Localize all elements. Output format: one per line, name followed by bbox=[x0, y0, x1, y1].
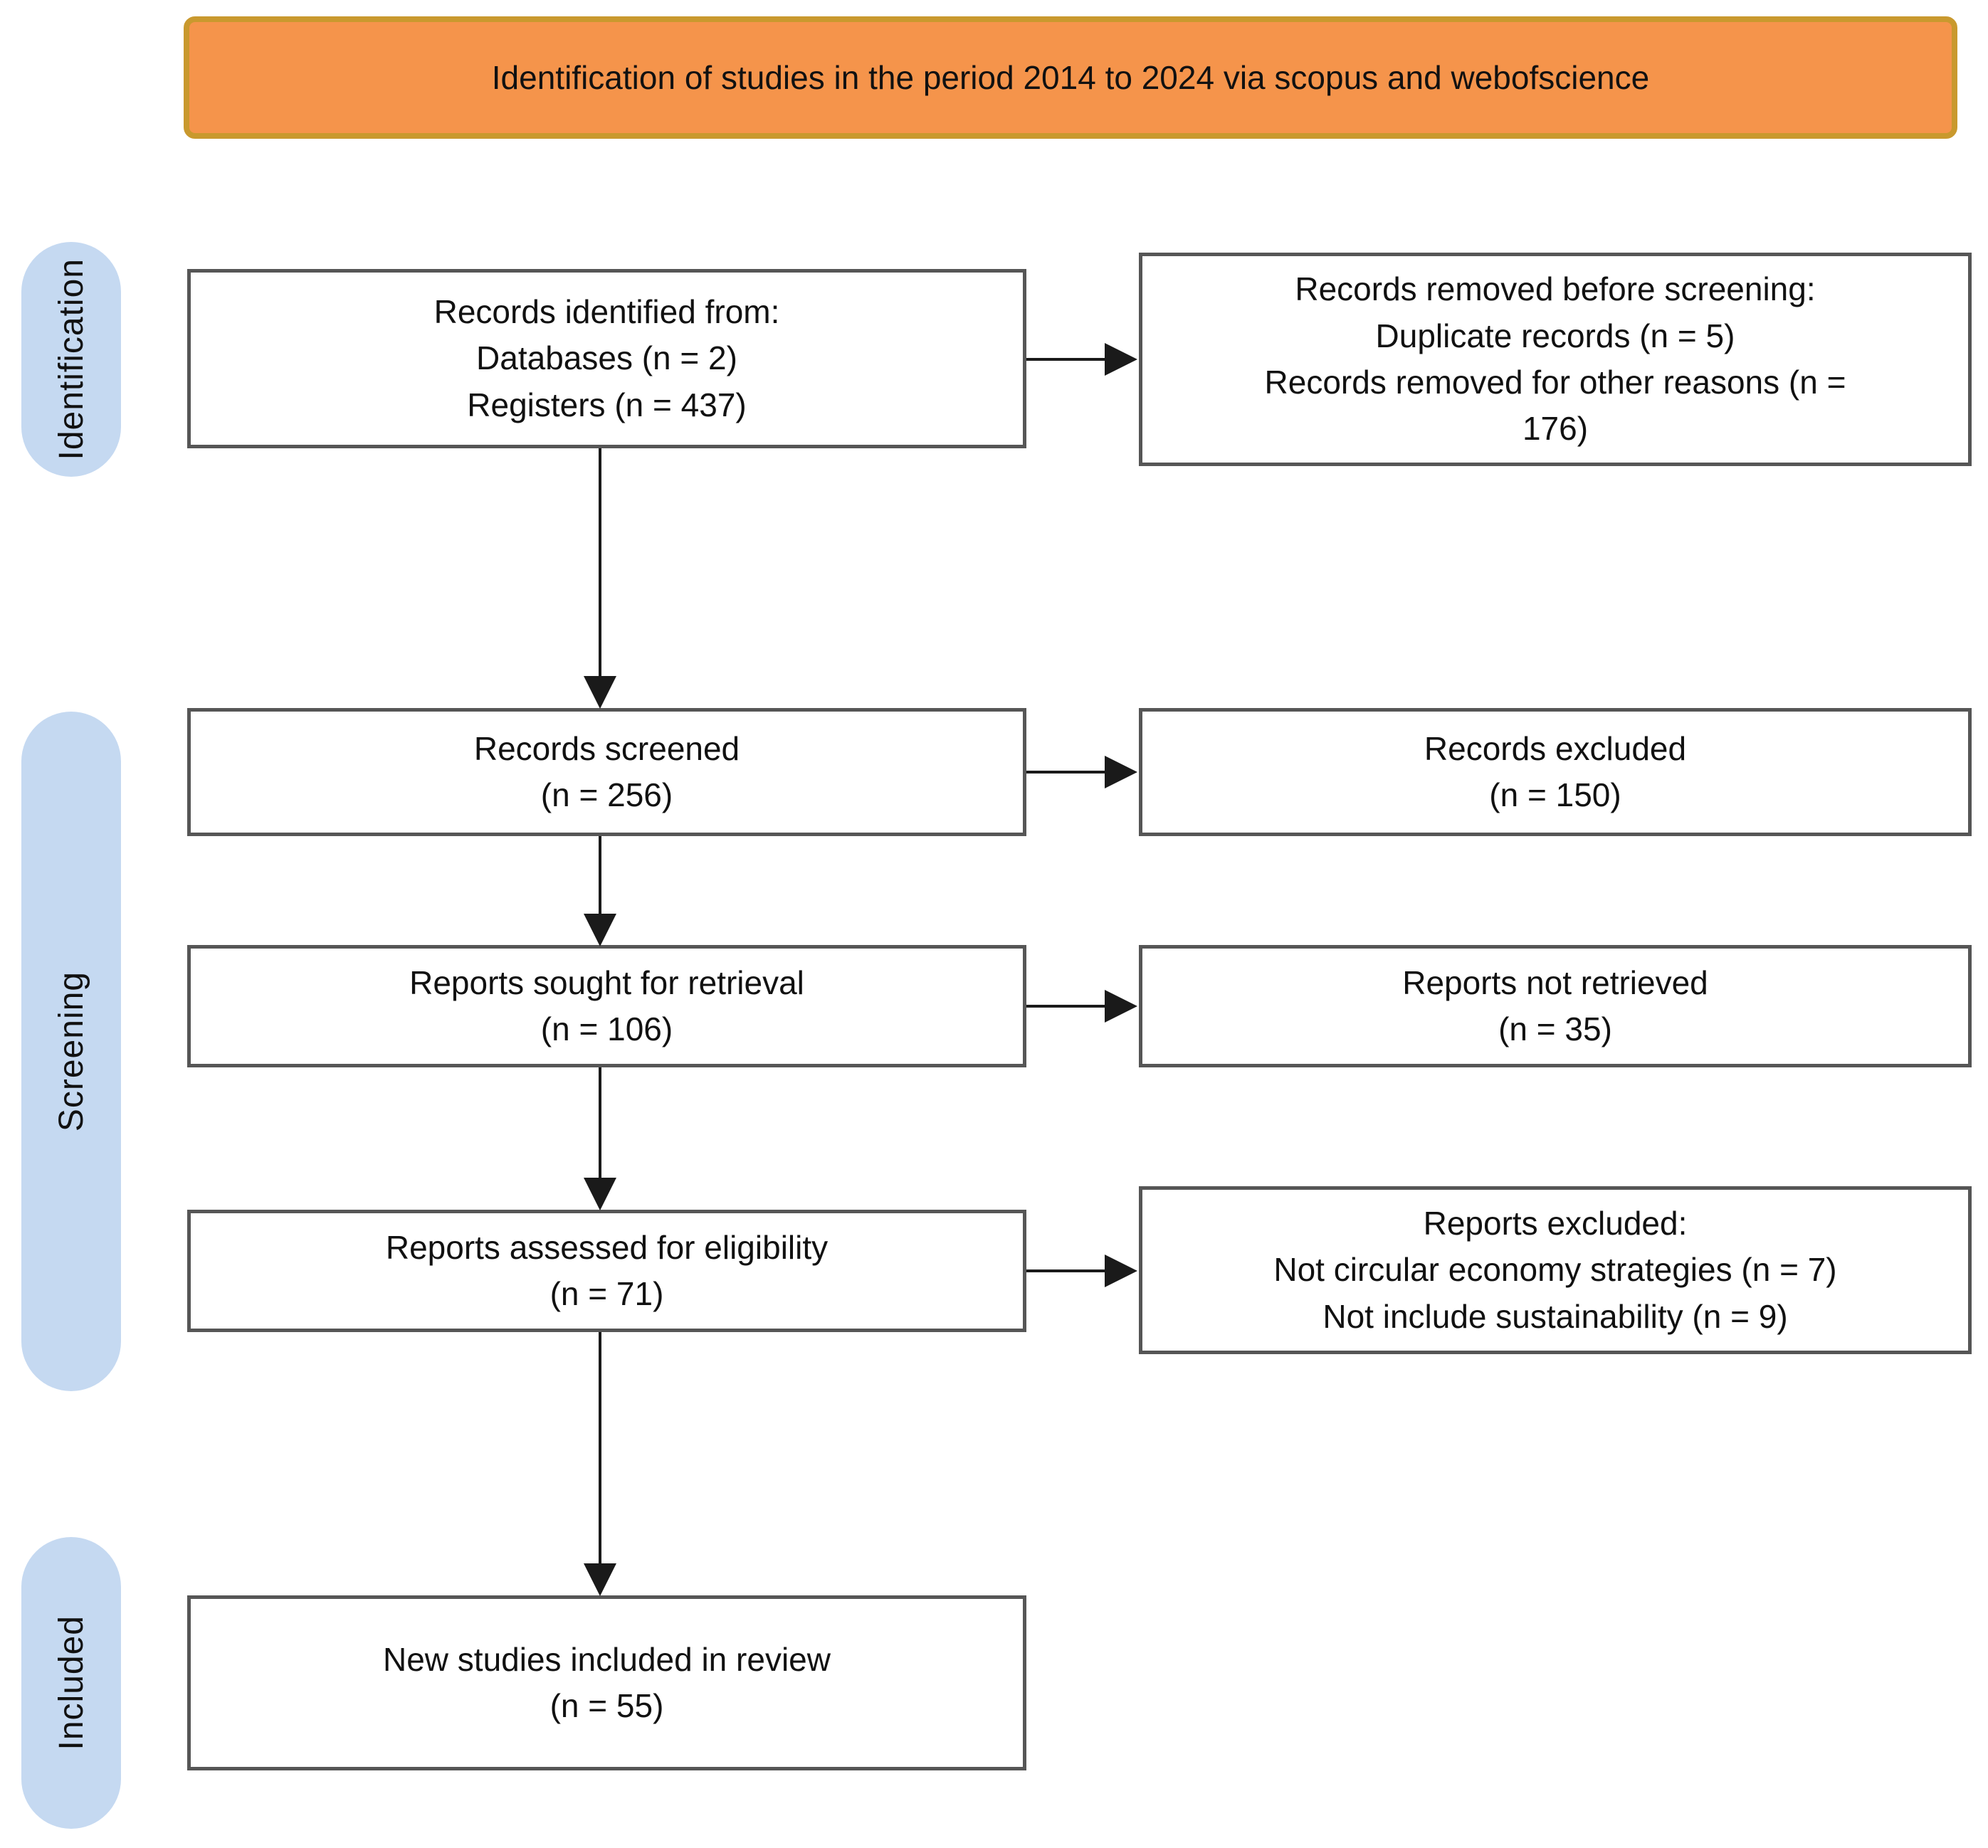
stage-pill-included: Included bbox=[21, 1537, 121, 1829]
down-arrow-line-assessed-to-included bbox=[599, 1332, 601, 1565]
box-new-studies-included: New studies included in review (n = 55) bbox=[187, 1595, 1026, 1770]
box-line: Databases (n = 2) bbox=[476, 339, 737, 377]
box-line: Registers (n = 437) bbox=[467, 386, 747, 423]
box-line: (n = 35) bbox=[1498, 1010, 1612, 1047]
box-line: (n = 150) bbox=[1489, 776, 1621, 813]
down-arrow-head-screened-to-sought bbox=[584, 914, 616, 946]
box-line: Reports assessed for eligibility bbox=[385, 1228, 829, 1266]
down-arrow-head-sought-to-assessed bbox=[584, 1178, 616, 1210]
stage-label-included: Included bbox=[52, 1615, 90, 1751]
right-arrow-head-assessed-to-excluded bbox=[1105, 1255, 1137, 1287]
stage-label-screening: Screening bbox=[52, 971, 90, 1132]
right-arrow-line-screened-to-excluded bbox=[1026, 771, 1108, 773]
down-arrow-line-sought-to-assessed bbox=[599, 1067, 601, 1180]
down-arrow-line-screened-to-sought bbox=[599, 836, 601, 916]
right-arrow-head-sought-to-not-retrieved bbox=[1105, 990, 1137, 1023]
right-arrow-head-identified-to-removed bbox=[1105, 343, 1137, 376]
box-line: Duplicate records (n = 5) bbox=[1375, 317, 1735, 354]
box-line: (n = 256) bbox=[540, 776, 673, 813]
box-line: (n = 71) bbox=[549, 1275, 664, 1312]
box-records-removed-before-screening: Records removed before screening: Duplic… bbox=[1139, 253, 1972, 466]
box-reports-not-retrieved: Reports not retrieved (n = 35) bbox=[1139, 945, 1972, 1067]
box-line: Reports sought for retrieval bbox=[409, 963, 804, 1001]
box-line: Records removed for other reasons (n = bbox=[1264, 364, 1846, 401]
box-line: Reports excluded: bbox=[1423, 1205, 1688, 1242]
right-arrow-head-screened-to-excluded bbox=[1105, 756, 1137, 788]
title-banner: Identification of studies in the period … bbox=[184, 16, 1957, 139]
stage-label-identification: Identification bbox=[52, 258, 90, 460]
box-line: Records identified from: bbox=[433, 293, 780, 331]
box-line: Records screened bbox=[473, 729, 740, 767]
down-arrow-line-identified-to-screened bbox=[599, 448, 601, 680]
box-line: New studies included in review bbox=[383, 1640, 831, 1678]
right-arrow-line-identified-to-removed bbox=[1026, 358, 1108, 361]
down-arrow-head-identified-to-screened bbox=[584, 676, 616, 709]
stage-pill-identification: Identification bbox=[21, 242, 121, 477]
box-records-screened: Records screened (n = 256) bbox=[187, 708, 1026, 836]
box-line: 176) bbox=[1522, 410, 1589, 448]
box-reports-sought-for-retrieval: Reports sought for retrieval (n = 106) bbox=[187, 945, 1026, 1067]
right-arrow-line-assessed-to-excluded bbox=[1026, 1269, 1108, 1272]
box-records-excluded: Records excluded (n = 150) bbox=[1139, 708, 1972, 836]
box-line: Records removed before screening: bbox=[1295, 270, 1816, 308]
right-arrow-line-sought-to-not-retrieved bbox=[1026, 1005, 1108, 1008]
box-line: Not include sustainability (n = 9) bbox=[1322, 1297, 1788, 1335]
box-line: Records excluded bbox=[1424, 729, 1687, 767]
box-reports-excluded: Reports excluded: Not circular economy s… bbox=[1139, 1186, 1972, 1354]
box-line: Not circular economy strategies (n = 7) bbox=[1273, 1251, 1837, 1289]
box-line: (n = 55) bbox=[549, 1687, 664, 1724]
box-line: Reports not retrieved bbox=[1402, 963, 1708, 1001]
stage-pill-screening: Screening bbox=[21, 712, 121, 1391]
down-arrow-head-assessed-to-included bbox=[584, 1563, 616, 1596]
box-records-identified: Records identified from: Databases (n = … bbox=[187, 269, 1026, 448]
box-line: (n = 106) bbox=[540, 1010, 673, 1047]
box-reports-assessed-for-eligibility: Reports assessed for eligibility (n = 71… bbox=[187, 1210, 1026, 1332]
title-banner-label: Identification of studies in the period … bbox=[491, 59, 1650, 96]
